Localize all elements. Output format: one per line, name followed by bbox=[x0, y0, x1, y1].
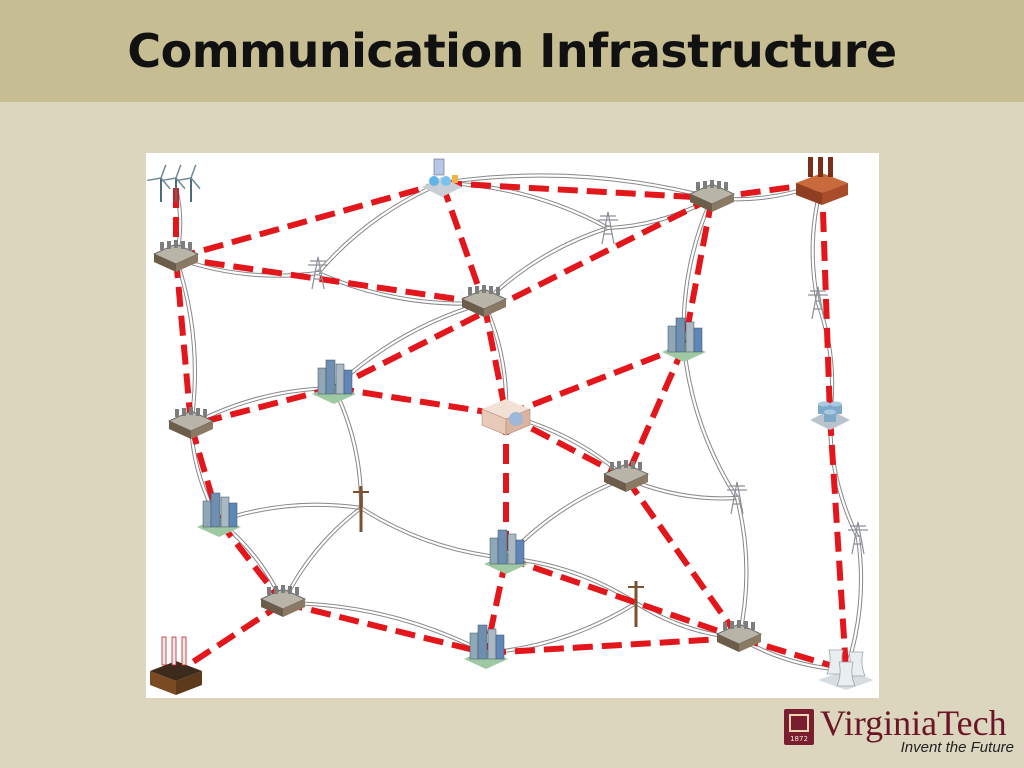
power-line bbox=[316, 181, 444, 275]
substation-icon bbox=[168, 407, 214, 439]
communication-link bbox=[681, 197, 715, 347]
communication-link bbox=[504, 412, 628, 481]
communication-link bbox=[623, 344, 687, 480]
slide-title: Communication Infrastructure bbox=[127, 24, 897, 78]
brand-tagline: Invent the Future bbox=[900, 739, 1014, 756]
network-diagram bbox=[146, 153, 879, 698]
communication-link bbox=[504, 343, 686, 418]
university-seal-icon: 1872 bbox=[784, 709, 814, 745]
storage-tank-icon bbox=[810, 401, 850, 430]
substation-icon bbox=[716, 620, 762, 652]
power-line bbox=[482, 226, 609, 305]
communication-link bbox=[505, 555, 740, 641]
power-line bbox=[281, 506, 363, 605]
coal-plant-icon bbox=[150, 636, 202, 695]
communication-link bbox=[216, 519, 286, 605]
title-bar: Communication Infrastructure bbox=[0, 0, 1024, 102]
power-line bbox=[441, 173, 713, 201]
power-line bbox=[332, 301, 485, 390]
transmission-tower-icon bbox=[308, 256, 328, 290]
communication-link bbox=[282, 600, 487, 656]
communication-link bbox=[481, 302, 509, 416]
communication-link bbox=[441, 180, 713, 201]
utility-pole-icon bbox=[353, 486, 369, 532]
gas-plant-icon bbox=[422, 158, 462, 197]
substation-icon bbox=[461, 285, 507, 317]
transmission-tower-icon bbox=[808, 286, 828, 320]
power-line bbox=[331, 387, 364, 509]
city-icon bbox=[662, 317, 706, 362]
communication-link bbox=[333, 385, 507, 418]
power-line bbox=[681, 345, 739, 499]
power-line bbox=[282, 600, 487, 655]
infrastructure-nodes bbox=[147, 157, 874, 695]
seal-year: 1872 bbox=[790, 735, 808, 743]
wind-turbine-icon bbox=[147, 164, 201, 202]
cooling-tower-icon bbox=[818, 649, 874, 690]
communication-link bbox=[188, 424, 222, 522]
power-line bbox=[317, 270, 485, 306]
city-icon bbox=[197, 492, 241, 537]
communication-link bbox=[483, 557, 509, 654]
transmission-tower-icon bbox=[727, 481, 747, 515]
communication-link bbox=[173, 257, 194, 426]
substation-icon bbox=[260, 585, 306, 617]
brand-name: VirginiaTech bbox=[820, 703, 1007, 743]
substation-icon bbox=[153, 240, 199, 272]
communication-link bbox=[190, 385, 335, 428]
power-line bbox=[218, 502, 362, 524]
power-line bbox=[734, 497, 749, 639]
network-diagram-canvas bbox=[147, 157, 874, 695]
utility-pole-icon bbox=[628, 581, 644, 627]
substation-icon bbox=[603, 460, 649, 492]
communication-link bbox=[623, 476, 742, 640]
communication-link bbox=[819, 182, 833, 417]
university-logo: 1872 VirginiaTech Invent the Future bbox=[784, 702, 1020, 764]
communication-link bbox=[485, 635, 740, 656]
communication-link bbox=[175, 180, 443, 261]
factory-icon bbox=[796, 157, 848, 205]
transmission-tower-icon bbox=[848, 521, 868, 555]
control-center-icon bbox=[481, 399, 531, 436]
communication-link bbox=[827, 415, 849, 671]
communication-link bbox=[332, 195, 714, 391]
city-icon bbox=[464, 624, 508, 669]
city-icon bbox=[484, 529, 528, 574]
communication-link bbox=[175, 255, 485, 306]
substation-icon bbox=[689, 180, 735, 212]
transmission-tower-icon bbox=[598, 211, 618, 245]
communication-link bbox=[439, 182, 487, 304]
city-icon bbox=[312, 359, 356, 404]
communication-link bbox=[174, 600, 285, 676]
power-line bbox=[360, 506, 507, 561]
power-line bbox=[441, 180, 609, 230]
power-line bbox=[173, 257, 197, 426]
